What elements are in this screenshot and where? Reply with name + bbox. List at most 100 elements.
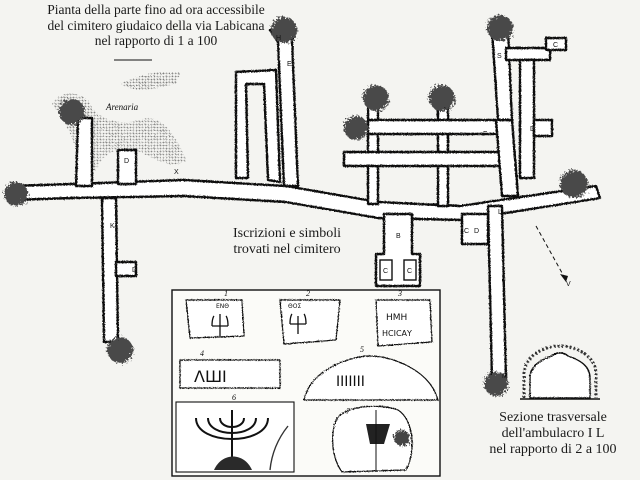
finds-caption-line-1: Iscrizioni e simboli <box>232 226 342 241</box>
label-m: M <box>502 373 508 380</box>
gallery-f <box>494 118 520 198</box>
label-d-west: D <box>124 158 129 165</box>
inner-loop-gallery <box>234 68 282 184</box>
fragment-7: 7 <box>332 405 413 473</box>
plan-title-line-1: Pianta della parte fino ad ora accessibi… <box>47 2 265 17</box>
fragment-1: 1 ΕΝΘ <box>185 289 245 339</box>
fragment-1-slab <box>185 299 245 339</box>
label-k: K <box>110 223 115 230</box>
menorah-base <box>214 456 252 470</box>
gallery-letter-labels: H E S I F L M B K X V <box>110 35 571 380</box>
cell-c-left <box>379 259 393 281</box>
finds-panel: 1 ΕΝΘ 2 ΘΟΣ 3 ΗΜΗ ΗCΙCΑΥ 4 Λ <box>171 289 441 477</box>
label-i: I <box>508 41 510 48</box>
bush-10 <box>484 372 508 396</box>
finds-caption: Iscrizioni e simboli trovati nel cimiter… <box>212 226 362 258</box>
label-b: B <box>396 233 401 240</box>
gallery-l-m <box>486 204 508 382</box>
chamber-b <box>374 212 422 288</box>
cell-c-right <box>403 259 417 281</box>
label-d-east: D <box>530 126 535 133</box>
label-d-lower: D <box>474 228 479 235</box>
bush-5 <box>363 85 389 111</box>
fragment-7-mark <box>366 424 390 444</box>
arenaria-label: Arenaria <box>105 102 139 112</box>
fragment-1-menorah <box>211 314 229 336</box>
label-s: S <box>497 53 502 60</box>
room-letter-labels: D D D D C C C C <box>124 42 558 275</box>
room-c-d-east <box>460 212 490 246</box>
fragment-5-inscription: ΙΙΙΙΙΙΙ <box>336 374 365 390</box>
fragment-5-slab <box>303 355 439 401</box>
palm-branch <box>269 425 289 471</box>
room-d-west <box>116 148 138 186</box>
bush-4 <box>271 17 297 43</box>
plan-title: Pianta della parte fino ad ora accessibi… <box>6 2 306 49</box>
menorah-arm-inner <box>219 417 245 428</box>
label-c-ne: C <box>553 42 558 49</box>
label-f: F <box>483 131 487 138</box>
label-c-lower: C <box>464 228 469 235</box>
plan-title-line-3: nel rapporto di 1 a 100 <box>94 33 218 49</box>
west-branch-gallery <box>74 116 94 188</box>
bush-8 <box>487 15 513 41</box>
section-caption: Sezione trasversale dell'ambulacro I L n… <box>468 410 638 458</box>
label-x: X <box>174 169 179 176</box>
fragment-5-number: 5 <box>360 345 364 354</box>
label-h: H <box>276 35 281 42</box>
arrow-line <box>535 225 567 281</box>
fragment-4: 4 ΛШΙ <box>179 349 281 389</box>
gallery-cross-section <box>520 344 600 400</box>
menorah-arm-middle <box>207 417 257 434</box>
section-caption-line-1: Sezione trasversale <box>499 410 607 425</box>
bush-6 <box>429 85 455 111</box>
fragment-4-number: 4 <box>200 349 204 358</box>
label-l: L <box>498 209 502 216</box>
room-c-north-east <box>544 36 568 52</box>
fragment-3-inscription-line-2: ΗCΙCΑΥ <box>382 329 412 338</box>
fragment-4-slab <box>179 359 281 389</box>
plan-title-line-2: del cimitero giudaico della via Labicana <box>47 17 265 33</box>
bush-3 <box>107 337 133 363</box>
fragment-3-slab <box>375 299 433 347</box>
fragment-2-slab <box>279 299 341 345</box>
bush-7 <box>344 116 368 140</box>
bush-1 <box>59 99 85 125</box>
fragment-2-number: 2 <box>306 289 310 298</box>
fragment-2: 2 ΘΟΣ <box>279 289 341 345</box>
gallery-cross-south <box>342 150 502 168</box>
fragment-2-inscription: ΘΟΣ <box>288 303 301 310</box>
bush-2 <box>4 182 28 206</box>
fragment-6-menorah <box>195 410 269 462</box>
fragment-3-number: 3 <box>397 289 402 298</box>
bush-9 <box>560 170 588 198</box>
fragment-7-stain <box>394 430 410 446</box>
fragment-6: 6 <box>175 393 295 473</box>
fragment-4-inscription: ΛШΙ <box>194 367 227 386</box>
fragment-3-inscription-line-1: ΗΜΗ <box>386 313 407 323</box>
room-d-south-west <box>114 260 138 278</box>
fragment-3: 3 ΗΜΗ ΗCΙCΑΥ <box>375 289 433 347</box>
chamber-c-cells <box>379 259 417 281</box>
label-c-b-right: C <box>407 268 412 275</box>
gallery-east-d <box>518 58 536 180</box>
fragment-1-inscription: ΕΝΘ <box>216 303 229 310</box>
vegetation-clumps <box>4 15 588 396</box>
section-vault <box>529 352 591 399</box>
gallery-north-east <box>504 46 552 62</box>
menorah-arm-outer <box>195 417 269 440</box>
label-e: E <box>287 61 292 68</box>
label-c-b-left: C <box>383 268 388 275</box>
fragment-6-number: 6 <box>232 393 236 402</box>
fragment-1-number: 1 <box>224 289 228 298</box>
fragment-7-number: 7 <box>346 407 351 416</box>
fragment-5: 5 ΙΙΙΙΙΙΙ <box>303 345 439 401</box>
room-d-east <box>532 118 554 138</box>
section-caption-line-2: dell'ambulacro I L <box>501 426 605 442</box>
label-d-south: D <box>132 267 137 274</box>
fragment-2-menorah <box>289 313 307 334</box>
finds-caption-line-2: trovati nel cimitero <box>233 242 341 258</box>
direction-arrow-v <box>535 225 568 282</box>
